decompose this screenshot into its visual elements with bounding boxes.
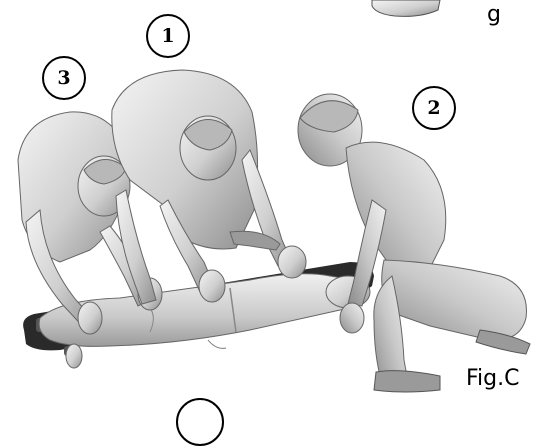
rescuer-3-marker-label: 3 bbox=[57, 67, 70, 89]
rescuer-1-figure bbox=[112, 70, 306, 304]
rescuer-3-marker: 3 bbox=[42, 56, 86, 100]
figure-caption: Fig.C bbox=[466, 366, 520, 391]
rescuer-1-marker: 1 bbox=[146, 14, 190, 58]
rescuer-2-marker: 2 bbox=[412, 86, 456, 130]
rescue-illustration bbox=[0, 0, 545, 412]
partial-shoe-shape bbox=[372, 0, 440, 16]
rescuer-2-figure bbox=[298, 94, 530, 392]
rescuer-1-marker-label: 1 bbox=[161, 25, 174, 47]
rescuer-2-marker-label: 2 bbox=[427, 97, 440, 119]
previous-figure-label-fragment: g bbox=[487, 2, 501, 28]
partial-marker-circle bbox=[176, 398, 224, 446]
